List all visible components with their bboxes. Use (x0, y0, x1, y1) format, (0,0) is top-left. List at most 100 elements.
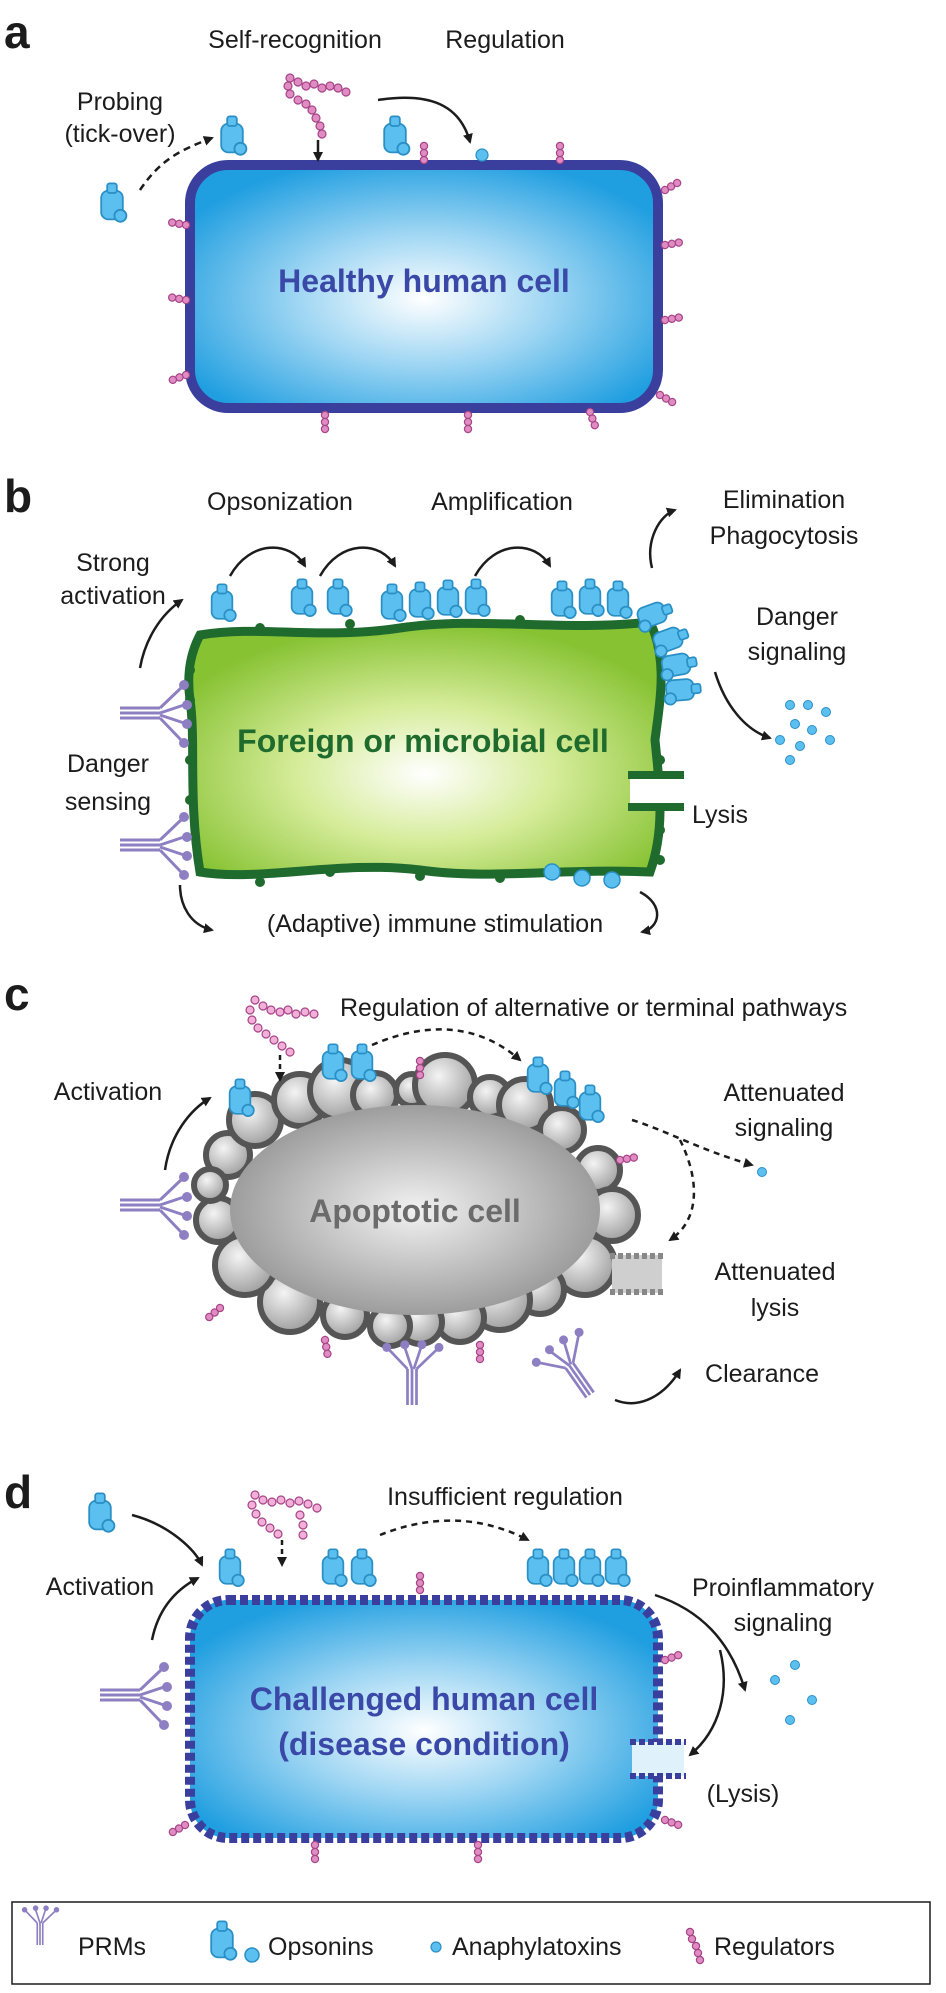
elimination-label: Elimination (723, 486, 845, 514)
opsonin-icon (228, 1078, 255, 1117)
probing-label: Probing (77, 88, 163, 116)
activation-arrow-top (131, 1513, 204, 1567)
regulator-icon (473, 1840, 483, 1864)
regulation-label: Regulation (445, 26, 565, 54)
prm-icon (380, 1338, 445, 1407)
opsonin-icon (436, 579, 463, 618)
clearance-arrow (614, 1368, 682, 1405)
regulator-legend-icon (685, 1927, 705, 1965)
panel-c-letter: c (4, 968, 30, 1020)
danger-signaling-arrow (713, 671, 772, 741)
regulation-arrow (377, 96, 473, 144)
attenuated-lysis-label: Attenuated (715, 1258, 836, 1286)
regulator-icon (615, 1152, 639, 1165)
regulator-icon (475, 1340, 485, 1364)
opsonin-icon (210, 583, 237, 622)
activation-label: activation (60, 582, 166, 610)
panel-b-letter: b (4, 470, 32, 522)
insufficient-regulation-label: Insufficient regulation (387, 1483, 623, 1511)
healthy-cell (185, 160, 663, 413)
opsonin-icon (464, 578, 491, 617)
opsonin-fragment-icon (244, 1947, 260, 1963)
opsonin-icon (526, 1056, 553, 1095)
prm-icon (118, 1170, 194, 1242)
regulator-icon (415, 1056, 425, 1080)
regulator-icon (654, 389, 678, 408)
opsonization-arrow (228, 546, 307, 577)
lysis-arrow (688, 1649, 725, 1757)
opsonin-icon (100, 182, 128, 223)
opsonin-icon (326, 578, 353, 617)
legend-opsonins-label: Opsonins (268, 1933, 374, 1961)
challenged-cell (185, 1595, 663, 1843)
opsonin-icon (550, 580, 577, 619)
prm-icon (98, 1660, 174, 1732)
opsonin-icon (383, 115, 411, 156)
opsonin-icon (380, 583, 407, 622)
self-recognition-label: Self-recognition (208, 26, 382, 54)
amplification-arrow-1 (318, 546, 397, 577)
clearance-label: Clearance (705, 1360, 819, 1388)
anaphylatoxin-legend-icon (430, 1941, 442, 1953)
attenuated-signaling-arrow (631, 1118, 754, 1168)
disease-condition-label: (disease condition) (278, 1726, 570, 1762)
lysis-pore (632, 1742, 684, 1776)
attenuated-pore (612, 1255, 662, 1293)
amplification-label: Amplification (431, 488, 573, 516)
adaptive-arrow-right (639, 890, 659, 936)
tick-over-label: (tick-over) (64, 120, 175, 148)
strong-activation-arrow (138, 598, 184, 669)
foreign-cell-label: Foreign or microbial cell (237, 723, 609, 759)
lysis-label: (Lysis) (707, 1780, 780, 1808)
anaphylatoxin-dot (757, 1167, 767, 1177)
opsonin-icon (321, 1043, 348, 1082)
prm-icon (118, 810, 194, 882)
panel-d: d Challenged human cell (disease conditi… (4, 1466, 874, 1864)
regulator-chain-icon (283, 73, 351, 139)
regulator-icon (320, 1335, 333, 1359)
adaptive-stimulation-label: (Adaptive) immune stimulation (267, 910, 603, 938)
regulator-icon (555, 141, 565, 165)
opsonin-icon (552, 1548, 579, 1587)
activation-arrow (163, 1096, 212, 1171)
regulator-icon (463, 410, 473, 434)
opsonin-icon (290, 578, 317, 617)
anaphylatoxin-cluster (775, 700, 835, 765)
opsonin-icon (526, 1548, 553, 1587)
opsonin-icon (321, 1548, 348, 1587)
strong-label: Strong (76, 549, 150, 577)
regulator-icon (415, 1571, 425, 1595)
amplification-dashed-arrow (379, 1519, 530, 1542)
signaling-label: signaling (735, 1114, 834, 1142)
opsonin-icon (88, 1492, 116, 1533)
amplification-dashed-arrow (371, 1028, 522, 1062)
regulator-chain-icon (247, 1490, 322, 1540)
panel-c: c Apoptotic cell Regulation of alternati… (4, 968, 847, 1414)
regulator-icon (659, 1814, 684, 1831)
sensing-label: sensing (65, 788, 151, 816)
membrane-dots (185, 615, 665, 887)
opsonin-icon (350, 1548, 377, 1587)
regulator-icon (310, 1840, 320, 1864)
amplification-arrow-2 (473, 546, 552, 577)
elimination-arrow (649, 507, 677, 569)
prm-icon (118, 678, 194, 750)
phagocytosis-label: Phagocytosis (710, 522, 859, 550)
adaptive-arrow-left (178, 884, 214, 934)
opsonin-icon (604, 1548, 631, 1587)
opsonin-dot (603, 871, 621, 889)
activation-label: Activation (54, 1078, 162, 1106)
legend-prms-label: PRMs (78, 1933, 146, 1961)
regulator-icon (320, 410, 330, 434)
proinflammatory-arrow (654, 1593, 748, 1692)
regulator-icon (659, 1649, 684, 1666)
signaling-label: signaling (734, 1609, 833, 1637)
lysis-pore (630, 775, 682, 807)
opsonin-icon (606, 580, 633, 619)
proinflammatory-label: Proinflammatory (692, 1574, 874, 1602)
danger-sensing-label: Danger (67, 750, 149, 778)
panel-b: b Foreign or microbial cell Opsonization… (4, 470, 858, 938)
opsonin-icon (578, 578, 605, 617)
panel-d-letter: d (4, 1466, 32, 1518)
